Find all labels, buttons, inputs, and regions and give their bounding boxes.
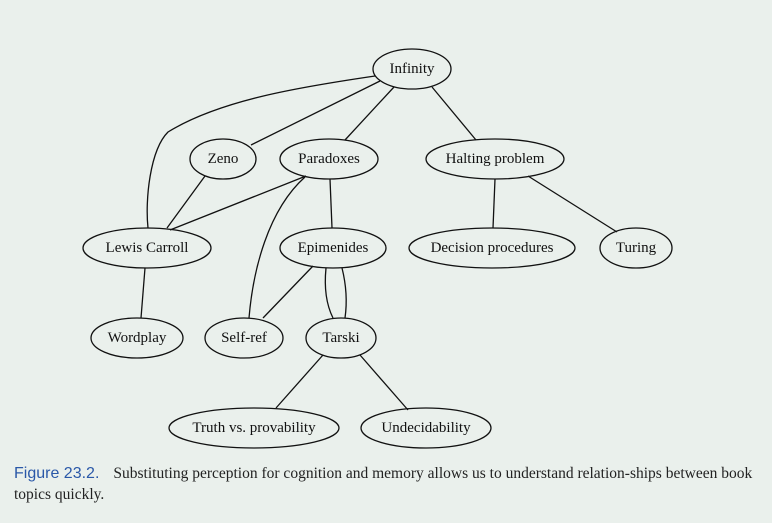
node-ellipse [168, 407, 340, 449]
node-ellipse [279, 138, 379, 180]
edge-tarski-undecidability [359, 354, 409, 411]
node-epimenides: Epimenides [279, 227, 387, 269]
edge-infinity-paradoxes [344, 86, 395, 141]
edge-halting-problem-turing [527, 175, 618, 233]
edge-paradoxes-self-ref [248, 176, 306, 319]
node-label: Decision procedures [431, 240, 554, 256]
node-label: Tarski [322, 330, 359, 346]
node-label: Turing [616, 240, 657, 256]
edge-tarski-truth-vs-provability [275, 354, 324, 409]
node-label: Self-ref [221, 330, 267, 346]
edge-infinity-halting-problem [431, 86, 477, 141]
node-ellipse [279, 227, 387, 269]
node-ellipse [82, 227, 212, 269]
node-label: Undecidability [381, 420, 471, 436]
edge-zeno-lewis-carroll [166, 175, 206, 229]
node-ellipse [305, 317, 377, 359]
edge-epimenides-tarski [341, 267, 347, 319]
node-label: Wordplay [108, 330, 167, 346]
node-ellipse [189, 138, 257, 180]
edge-infinity-lewis-carroll [146, 75, 376, 229]
edge-lewis-carroll-wordplay [140, 267, 146, 319]
figure-caption: Figure 23.2.Substituting perception for … [14, 463, 758, 505]
node-label: Halting problem [446, 151, 545, 167]
node-label: Paradoxes [298, 151, 360, 167]
node-undecidability: Undecidability [360, 407, 492, 449]
edge-epimenides-self-ref [262, 265, 314, 319]
node-ellipse [360, 407, 492, 449]
node-self-ref: Self-ref [204, 317, 284, 359]
node-lewis-carroll: Lewis Carroll [82, 227, 212, 269]
node-label: Infinity [390, 61, 435, 77]
node-ellipse [599, 227, 673, 269]
node-turing: Turing [599, 227, 673, 269]
node-ellipse [204, 317, 284, 359]
node-ellipse [425, 138, 565, 180]
node-ellipse [90, 317, 184, 359]
figure-number: Figure 23.2. [14, 465, 100, 482]
node-halting-problem: Halting problem [425, 138, 565, 180]
node-tarski: Tarski [305, 317, 377, 359]
node-truth-vs-provability: Truth vs. provability [168, 407, 340, 449]
node-label: Lewis Carroll [106, 240, 189, 256]
node-infinity: Infinity [372, 48, 452, 90]
edge-paradoxes-lewis-carroll [169, 175, 307, 231]
node-wordplay: Wordplay [90, 317, 184, 359]
node-ellipse [372, 48, 452, 90]
caption-text: Substituting perception for cognition an… [14, 465, 753, 503]
edge-halting-problem-decision-procedures [492, 178, 496, 229]
node-zeno: Zeno [189, 138, 257, 180]
node-label: Zeno [208, 151, 239, 167]
graph-edges [140, 75, 618, 411]
edge-infinity-zeno [250, 80, 381, 146]
node-label: Truth vs. provability [192, 420, 316, 436]
node-ellipse [408, 227, 576, 269]
node-label: Epimenides [298, 240, 369, 256]
node-paradoxes: Paradoxes [279, 138, 379, 180]
node-decision-procedures: Decision procedures [408, 227, 576, 269]
edge-paradoxes-epimenides [329, 178, 333, 229]
edge-epimenides-tarski [324, 267, 334, 319]
